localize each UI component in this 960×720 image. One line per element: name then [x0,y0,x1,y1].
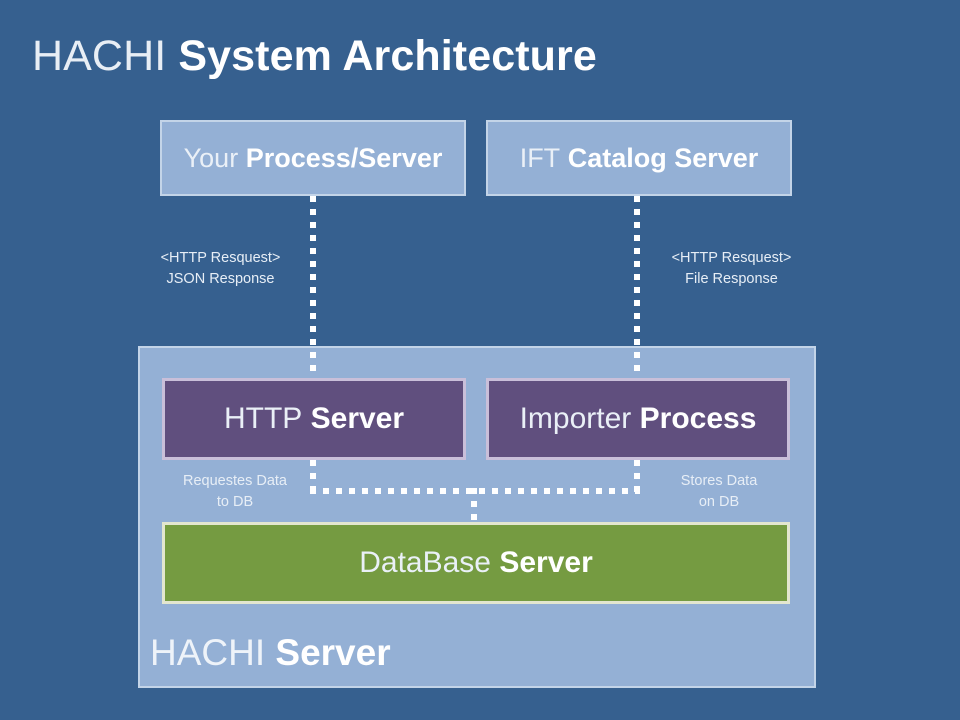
node-ift-catalog-server[interactable]: IFT Catalog Server [486,120,792,196]
hachi-server-container-label-bold: Server [275,632,391,673]
node-importer-process-label-light: Importer [519,402,632,435]
node-importer-process-label-bold: Process [639,402,757,435]
node-http-server-label-light: HTTP [223,402,303,435]
node-http-server[interactable]: HTTP Server [162,378,466,460]
connector-label-importer-to-db: Stores Data on DB [648,471,790,513]
page-title-light: HACHI [32,32,167,80]
node-your-process-server-label-light: Your [183,142,239,173]
connector-label-http-to-db-line2: to DB [216,494,254,510]
connector-http-server-to-db-bus [310,460,316,494]
hachi-server-container-label: HACHI Server [150,628,391,678]
page-title: HACHI System Architecture [32,27,597,85]
connector-label-catalog-to-importer-line1: <HTTP Resquest> [671,250,792,266]
hachi-server-container-label-light: HACHI [150,632,266,673]
connector-your-process-to-http-server [310,196,316,380]
connector-label-catalog-to-importer-line2: File Response [685,271,778,287]
connector-label-client-to-http-line2: JSON Response [166,271,275,287]
connector-label-client-to-http: <HTTP Resquest> JSON Response [148,248,293,290]
connector-db-bus-to-database-server [471,488,477,524]
node-database-server-label-bold: Server [499,546,593,579]
connector-label-importer-to-db-line1: Stores Data [680,473,758,489]
node-ift-catalog-server-label-bold: Catalog Server [567,142,759,173]
node-importer-process[interactable]: Importer Process [486,378,790,460]
connector-label-http-to-db: Requestes Data to DB [164,471,306,513]
node-http-server-label-bold: Server [310,402,405,435]
node-your-process-server[interactable]: Your Process/Server [160,120,466,196]
node-database-server[interactable]: DataBase Server [162,522,790,604]
connector-label-importer-to-db-line2: on DB [698,494,740,510]
node-ift-catalog-server-label-light: IFT [519,142,561,173]
connector-importer-process-to-db-bus [634,460,640,494]
node-database-server-label-light: DataBase [359,546,491,579]
connector-label-http-to-db-line1: Requestes Data [183,473,287,489]
page-title-bold: System Architecture [178,32,597,80]
node-your-process-server-label-bold: Process/Server [245,142,443,173]
connector-label-client-to-http-line1: <HTTP Resquest> [160,250,281,266]
connector-ift-catalog-to-importer-process [634,196,640,380]
connector-label-catalog-to-importer: <HTTP Resquest> File Response [659,248,804,290]
